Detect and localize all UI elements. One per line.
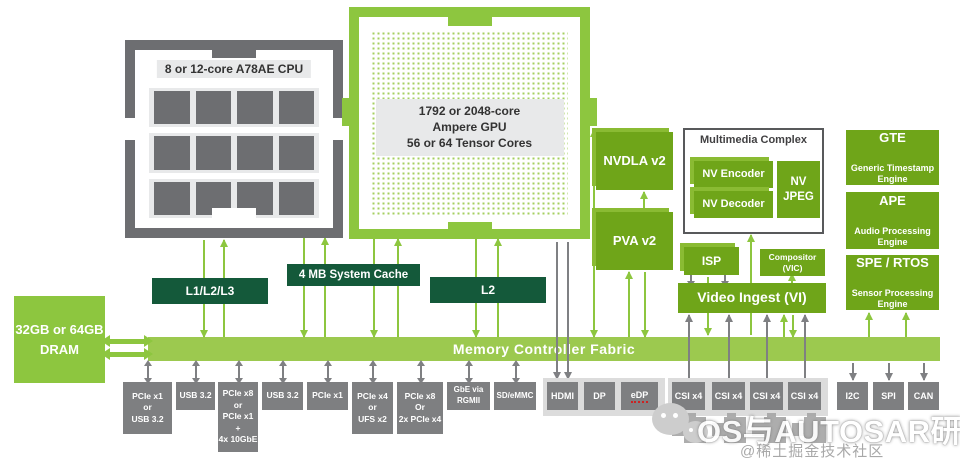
connector-fabric-vi: [780, 314, 788, 337]
connector-csi-vi: [685, 314, 693, 382]
io-pcie-10gbe: PCIe x8 or PCIe x1 + 4x 10GbE: [218, 382, 258, 452]
connector-fabric-io: [324, 360, 332, 384]
gpu-socket-notch: [448, 17, 492, 26]
camera-icon: [752, 412, 788, 446]
io-usb: USB 3.2: [262, 382, 303, 410]
gpu-label: 1792 or 2048-core Ampere GPU 56 or 64 Te…: [375, 99, 564, 156]
gpu-socket-notch: [342, 98, 351, 126]
gpu-cache-block: L2: [430, 277, 546, 303]
io-csi: CSI x4: [750, 382, 783, 410]
connector-pva-nvdla: [640, 191, 648, 212]
io-i2c: I2C: [837, 382, 868, 410]
connector-fabric-i2c: [849, 363, 857, 381]
watermark-title: OS与AUTOSAR研究: [697, 414, 960, 449]
connector-gpu-fabric: [370, 239, 378, 338]
connector-fabric-can: [920, 363, 928, 381]
io-csi: CSI x4: [788, 382, 821, 410]
nv-jpeg-block: NV JPEG: [777, 161, 820, 218]
io-dp: DP: [584, 382, 615, 410]
connector-fabric-spe: [865, 312, 873, 337]
connector-vi-compositor: [788, 273, 796, 283]
connector-csi-vi: [725, 314, 733, 382]
wechat-icon: [652, 403, 689, 435]
connector-vi-fabric: [789, 315, 797, 338]
io-pcie: PCIe x1: [307, 382, 348, 410]
io-pcie-ufs: PCIe x4 or UFS x2: [352, 382, 393, 434]
cpu-core-row: [149, 88, 319, 128]
cpu-cache-block: L1/L2/L3: [152, 278, 268, 304]
io-can: CAN: [908, 382, 939, 410]
connector-nvdla-fabric: [590, 129, 598, 338]
connector-fabric-io: [279, 360, 287, 384]
nv-encoder-block: NV Encoder: [694, 161, 773, 188]
video-ingest-block: Video Ingest (VI): [678, 283, 826, 313]
connector-fabric-io: [192, 360, 200, 384]
cpu-title: 8 or 12-core A78AE CPU: [156, 60, 312, 78]
ape-block: APE Audio Processing Engine: [846, 192, 939, 249]
connector-cpu-fabric: [300, 238, 308, 338]
io-spi: SPI: [873, 382, 904, 410]
nvdla-block: NVDLA v2: [596, 132, 673, 190]
cpu-socket-notch: [212, 208, 256, 218]
ape-desc: Audio Processing Engine: [854, 226, 931, 248]
connector-fabric-cpu: [321, 237, 329, 337]
io-edp: eDP: [621, 382, 658, 410]
wechat-icon: [683, 421, 708, 443]
connector-fabric-io: [235, 360, 243, 384]
connector-fabric-io: [369, 360, 377, 384]
cpu-core-row: [149, 133, 319, 173]
spe-rtos-block: SPE / RTOS Sensor Processing Engine: [846, 255, 939, 310]
spe-abbr: SPE / RTOS: [856, 254, 929, 270]
compositor-vic-block: Compositor (VIC): [760, 249, 825, 276]
gte-abbr: GTE: [879, 129, 906, 145]
system-cache-block: 4 MB System Cache: [287, 264, 420, 286]
cpu-socket-notch: [125, 118, 135, 140]
cpu-socket-notch: [212, 50, 256, 58]
dram-fabric-arrow: [101, 335, 153, 347]
io-hdmi: HDMI: [547, 382, 578, 410]
io-csi: CSI x4: [712, 382, 745, 410]
cpu-socket: 8 or 12-core A78AE CPU: [125, 40, 343, 238]
connector-fabric-io: [512, 360, 520, 384]
gte-block: GTE Generic Timestamp Engine: [846, 130, 939, 185]
io-pcie-or-usb: PCIe x1 or USB 3.2: [123, 382, 172, 434]
connector-fabric-io: [144, 360, 152, 384]
edp-label: eDP: [630, 389, 649, 404]
gte-desc: Generic Timestamp Engine: [850, 163, 935, 185]
io-sd-emmc: SD/eMMC: [494, 382, 536, 410]
connector-fabric-spi: [885, 363, 893, 381]
connector-csi-vi: [763, 314, 771, 382]
nv-decoder-block: NV Decoder: [694, 191, 773, 218]
connector-csi-vi: [801, 314, 809, 382]
connector-fabric-pva: [625, 271, 633, 337]
pva-block: PVA v2: [596, 212, 673, 270]
connector-display-hdmi: [564, 242, 572, 380]
memory-controller-fabric: Memory Controller Fabric: [148, 337, 940, 361]
connector-fabric-io: [465, 360, 473, 384]
gpu-socket-notch: [448, 222, 492, 231]
ape-abbr: APE: [879, 192, 906, 208]
gpu-socket: 1792 or 2048-core Ampere GPU 56 or 64 Te…: [349, 7, 590, 239]
isp-block: ISP: [684, 247, 739, 275]
io-gbe-rgmii: GbE via RGMII: [447, 382, 490, 410]
dram-fabric-arrow: [101, 348, 153, 360]
cpu-socket-notch: [333, 118, 343, 140]
gpu-socket-notch: [588, 98, 597, 126]
spe-desc: Sensor Processing Engine: [851, 288, 934, 310]
dram-block: 32GB or 64GB DRAM: [14, 296, 105, 383]
connector-fabric-spe: [902, 312, 910, 337]
connector-fabric-io: [417, 360, 425, 384]
cpu-core-grid: [149, 88, 319, 218]
watermark-subtitle: @稀土掘金技术社区: [740, 443, 885, 460]
connector-pva-fabric: [641, 272, 649, 338]
camera-icon: [792, 412, 828, 446]
io-usb: USB 3.2: [176, 382, 215, 410]
multimedia-complex-title: Multimedia Complex: [700, 134, 807, 146]
connector-display-hdmi: [553, 242, 561, 380]
camera-icon: [712, 412, 748, 446]
io-pcie-x8: PCIe x8 Or 2x PCIe x4: [397, 382, 443, 434]
connector-fabric-gpu: [394, 238, 402, 337]
